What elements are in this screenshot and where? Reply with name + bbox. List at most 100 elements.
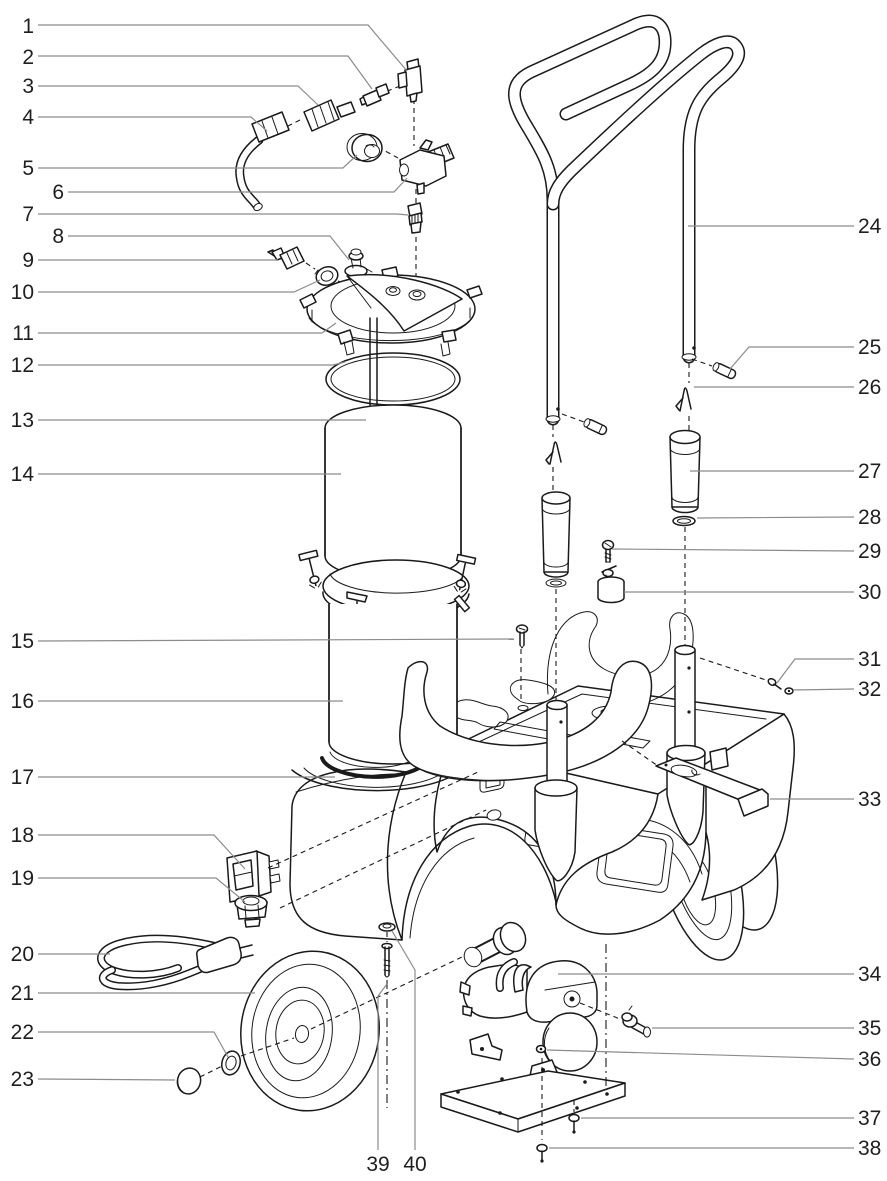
leader-line-6	[68, 177, 408, 193]
lid-handle	[346, 273, 463, 332]
leader-line-36	[546, 1049, 855, 1060]
leader-line-22	[38, 1031, 229, 1058]
mounting-bracket-drawing	[655, 757, 769, 817]
cord-grommet-hole	[486, 809, 502, 821]
callout-number-32: 32	[858, 678, 881, 701]
t-bolt-clamp	[453, 553, 477, 593]
callout-number-31: 31	[858, 648, 881, 671]
hub-cap-drawing	[176, 1067, 202, 1095]
power-switch-drawing	[226, 850, 281, 903]
projection-lines	[199, 358, 767, 1140]
hose-barb-drawing	[267, 246, 305, 270]
handle-pin-drawing	[583, 418, 608, 436]
callout-number-29: 29	[858, 540, 881, 563]
leader-line-25	[729, 346, 854, 370]
leader-line-29	[611, 548, 855, 552]
callout-number-6: 6	[52, 181, 64, 204]
leader-line-10	[38, 279, 321, 293]
callout-number-1: 1	[22, 15, 34, 38]
axle-washer-drawing	[221, 1050, 241, 1076]
callout-number-9: 9	[22, 249, 34, 272]
plate-screw-drawing	[536, 1113, 580, 1163]
power-cord-drawing	[97, 934, 254, 991]
lid-ear	[441, 329, 457, 343]
callout-number-26: 26	[858, 376, 881, 399]
axle-bolt-drawing	[378, 922, 396, 978]
callout-number-2: 2	[22, 46, 34, 69]
handle-pin-drawing	[712, 362, 737, 380]
t-bolt-clamp	[298, 549, 322, 589]
callout-number-13: 13	[11, 409, 34, 432]
chassis-front-drawing	[289, 539, 794, 968]
lid-ear	[466, 285, 483, 299]
leader-line-19	[38, 877, 246, 903]
callout-number-8: 8	[52, 225, 64, 248]
callout-number-33: 33	[858, 788, 881, 811]
deck-cutout	[451, 699, 509, 728]
callout-number-37: 37	[858, 1107, 881, 1130]
leader-line-2	[38, 55, 373, 90]
callout-number-17: 17	[11, 766, 34, 789]
leader-line-5	[38, 154, 358, 169]
front-wheel-drawing	[176, 950, 380, 1112]
callout-number-35: 35	[858, 1017, 881, 1040]
leader-line-15	[37, 638, 515, 642]
lid-ear	[299, 293, 317, 309]
callout-number-10: 10	[11, 281, 34, 304]
pan-head-screw-drawing	[601, 539, 615, 563]
callout-number-21: 21	[11, 982, 34, 1005]
handle-post-drawing	[666, 644, 729, 846]
callout-number-25: 25	[858, 336, 881, 359]
swivel-nut-drawing	[314, 265, 339, 287]
leader-line-4	[38, 116, 268, 132]
retainer-clip-drawing	[675, 387, 692, 412]
knurled-nipple-drawing	[407, 202, 423, 234]
callout-number-20: 20	[11, 943, 34, 966]
leader-line-32	[792, 688, 855, 691]
leader-line-40	[391, 930, 416, 1150]
nipple-fitting-drawing	[359, 83, 390, 107]
base-plate-drawing	[440, 1070, 626, 1133]
regulator-knob-drawing	[346, 133, 383, 163]
callout-number-23: 23	[11, 1068, 34, 1091]
strain-relief-drawing	[234, 894, 268, 928]
deck-screw-drawing	[515, 624, 529, 649]
hose-elbow-drawing	[235, 111, 290, 212]
post-screw-drawing	[767, 677, 794, 695]
handle-post-drawing	[534, 699, 578, 882]
leader-line-8	[68, 235, 350, 261]
callout-number-11: 11	[12, 322, 34, 345]
handle-grip-drawing	[669, 429, 701, 514]
lid-ear	[337, 329, 354, 345]
callout-number-30: 30	[858, 581, 881, 604]
callout-layer: 1234567891011121314151617181920212223242…	[11, 15, 882, 1176]
callout-number-7: 7	[22, 203, 34, 226]
cord-plug	[196, 936, 242, 974]
axle-stub-drawing	[463, 921, 527, 968]
air-fitting-drawing	[621, 1005, 651, 1038]
callout-number-36: 36	[858, 1048, 881, 1071]
regulator-body-drawing	[399, 139, 455, 195]
callout-number-24: 24	[858, 215, 882, 238]
callout-number-5: 5	[22, 157, 34, 180]
coupler-fitting-drawing	[303, 99, 356, 132]
callout-number-34: 34	[858, 963, 882, 986]
cart-handle-drawing	[508, 14, 745, 588]
leader-line-23	[37, 1078, 176, 1081]
handle-grip-drawing	[541, 491, 571, 588]
callout-number-3: 3	[22, 75, 34, 98]
callout-number-14: 14	[11, 463, 35, 486]
stem-fitting-drawing	[344, 248, 373, 278]
callout-number-19: 19	[11, 867, 34, 890]
callout-number-12: 12	[11, 354, 34, 377]
air-valve-fitting-drawing	[397, 58, 423, 103]
lid-oring-drawing	[325, 352, 461, 406]
callout-number-40: 40	[403, 1153, 426, 1176]
leader-line-1	[38, 24, 408, 72]
pressure-pot-lid-drawing	[299, 266, 483, 452]
leader-line-18	[38, 834, 246, 870]
callout-number-15: 15	[11, 630, 34, 653]
leader-line-3	[38, 85, 319, 106]
electrical-parts-drawing	[97, 850, 281, 991]
